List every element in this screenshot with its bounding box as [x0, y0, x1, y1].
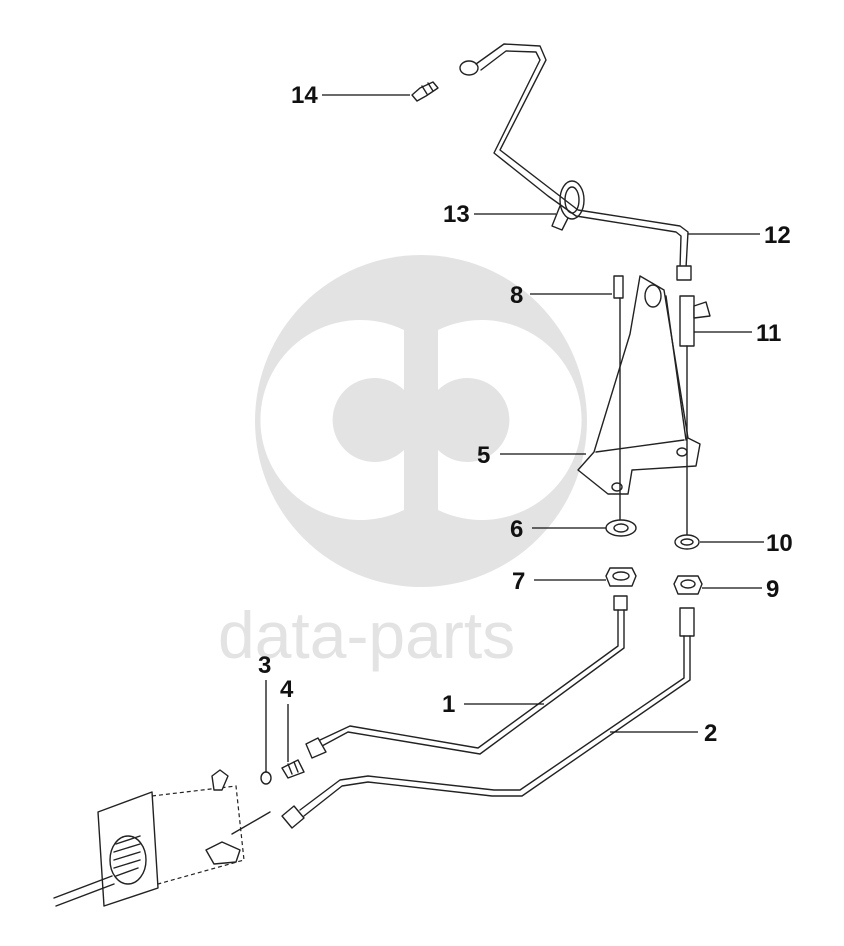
- callout-10: 10: [766, 530, 793, 557]
- part-12-upper-pipe: [475, 43, 692, 281]
- part-11-tee-fitting: [679, 295, 711, 537]
- callout-4: 4: [280, 676, 294, 703]
- callout-12: 12: [764, 222, 791, 249]
- callout-5: 5: [477, 442, 490, 469]
- callout-13: 13: [443, 201, 470, 228]
- callout-7: 7: [512, 568, 525, 595]
- part-3-o-ring: [260, 771, 272, 785]
- callout-6: 6: [510, 516, 523, 543]
- callout-11: 11: [756, 320, 781, 347]
- callout-14: 14: [291, 82, 318, 109]
- part-5-bracket: [577, 275, 701, 495]
- part-7-nut: [605, 567, 637, 587]
- part-1-pipe: [305, 595, 628, 759]
- part-13-clip: [551, 180, 585, 231]
- part-14-fitting: [411, 60, 479, 102]
- callout-3: 3: [258, 652, 271, 679]
- callout-1: 1: [442, 691, 455, 718]
- part-2-pipe: [281, 607, 695, 829]
- part-4-connector: [281, 759, 305, 779]
- callout-9: 9: [766, 576, 779, 603]
- part-8-adapter: [613, 275, 624, 521]
- part-6-washer: [605, 519, 637, 537]
- part-10-washer: [674, 534, 700, 550]
- callout-2: 2: [704, 720, 717, 747]
- leader-lines: [265, 94, 764, 772]
- slave-cylinder-assembly: [53, 769, 271, 907]
- part-9-nut: [673, 575, 703, 595]
- watermark-logo-icon: [255, 255, 587, 587]
- watermark-brand-text: data-parts: [218, 598, 515, 672]
- callout-8: 8: [510, 282, 523, 309]
